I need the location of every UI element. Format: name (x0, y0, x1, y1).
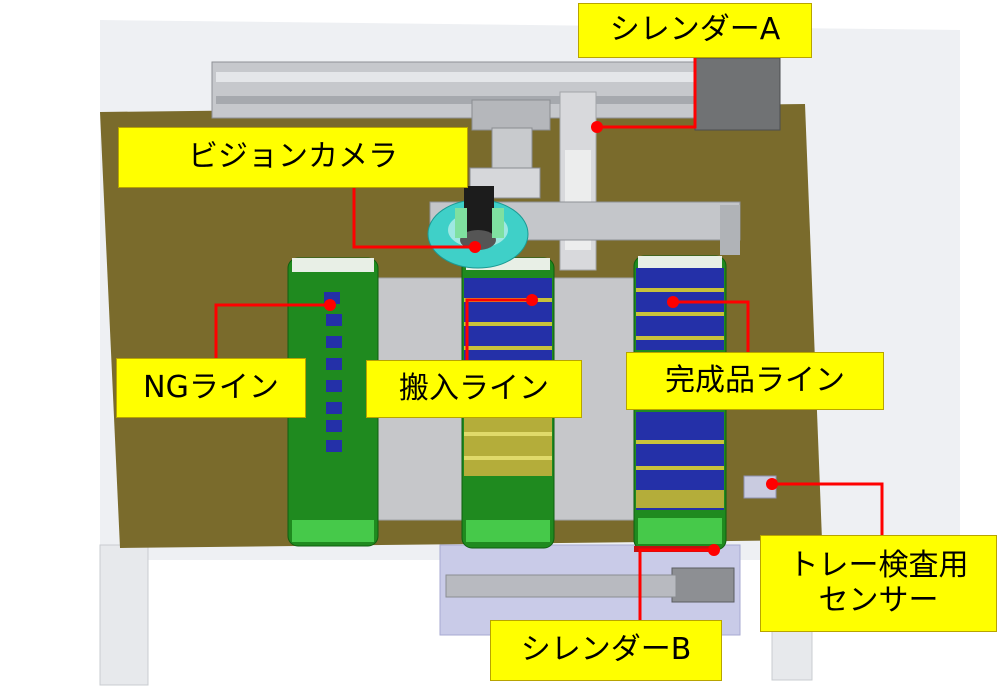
cylinder-b-block (671, 567, 735, 603)
leader-lines (214, 58, 884, 620)
label-ng-line: NGライン (116, 358, 306, 418)
leader-tray-sensor (770, 482, 884, 540)
inbound-trays (464, 278, 552, 476)
leader-cylinder-a (597, 58, 697, 129)
inbound-conveyor-end (466, 520, 550, 542)
leader-cylinder-b (638, 548, 715, 620)
label-cylinder-a: シレンダーA (578, 3, 812, 58)
leg-left (99, 544, 149, 686)
camera-clamp-right (492, 208, 504, 238)
tray-sensor-line-1: トレー検査用 (788, 548, 969, 583)
cylinder-b-rail (445, 574, 677, 598)
leader-inbound-line (465, 298, 532, 360)
label-vision-camera: ビジョンカメラ (118, 127, 468, 188)
cylinder-a-motor (694, 57, 781, 131)
cylinder-a-rail (211, 61, 713, 119)
camera-clamp-left (455, 208, 467, 238)
tray-sensor-line-2: センサー (818, 582, 939, 618)
finished-trays (636, 268, 724, 510)
rail-highlight (216, 72, 706, 82)
leader-ng-line (214, 303, 330, 358)
rail-shadow (216, 96, 706, 104)
camera-lens (460, 230, 496, 250)
leader-dots (324, 121, 778, 556)
leader-finished-line (673, 300, 750, 352)
label-cylinder-b: シレンダーB (490, 620, 722, 681)
ng-trays (324, 292, 342, 452)
leader-vision-camera (352, 188, 478, 249)
label-tray-sensor: トレー検査用 センサー (760, 535, 997, 632)
finished-conveyor-end (638, 518, 722, 544)
camera-mount (471, 99, 551, 131)
mid-rail-end (720, 205, 740, 255)
label-finished-line: 完成品ライン (626, 352, 884, 410)
label-inbound-line: 搬入ライン (366, 360, 582, 418)
ng-conveyor-top (292, 258, 374, 272)
finished-conveyor-top (638, 256, 722, 268)
camera-mount-post (491, 127, 533, 169)
ng-conveyor-end (292, 520, 374, 542)
